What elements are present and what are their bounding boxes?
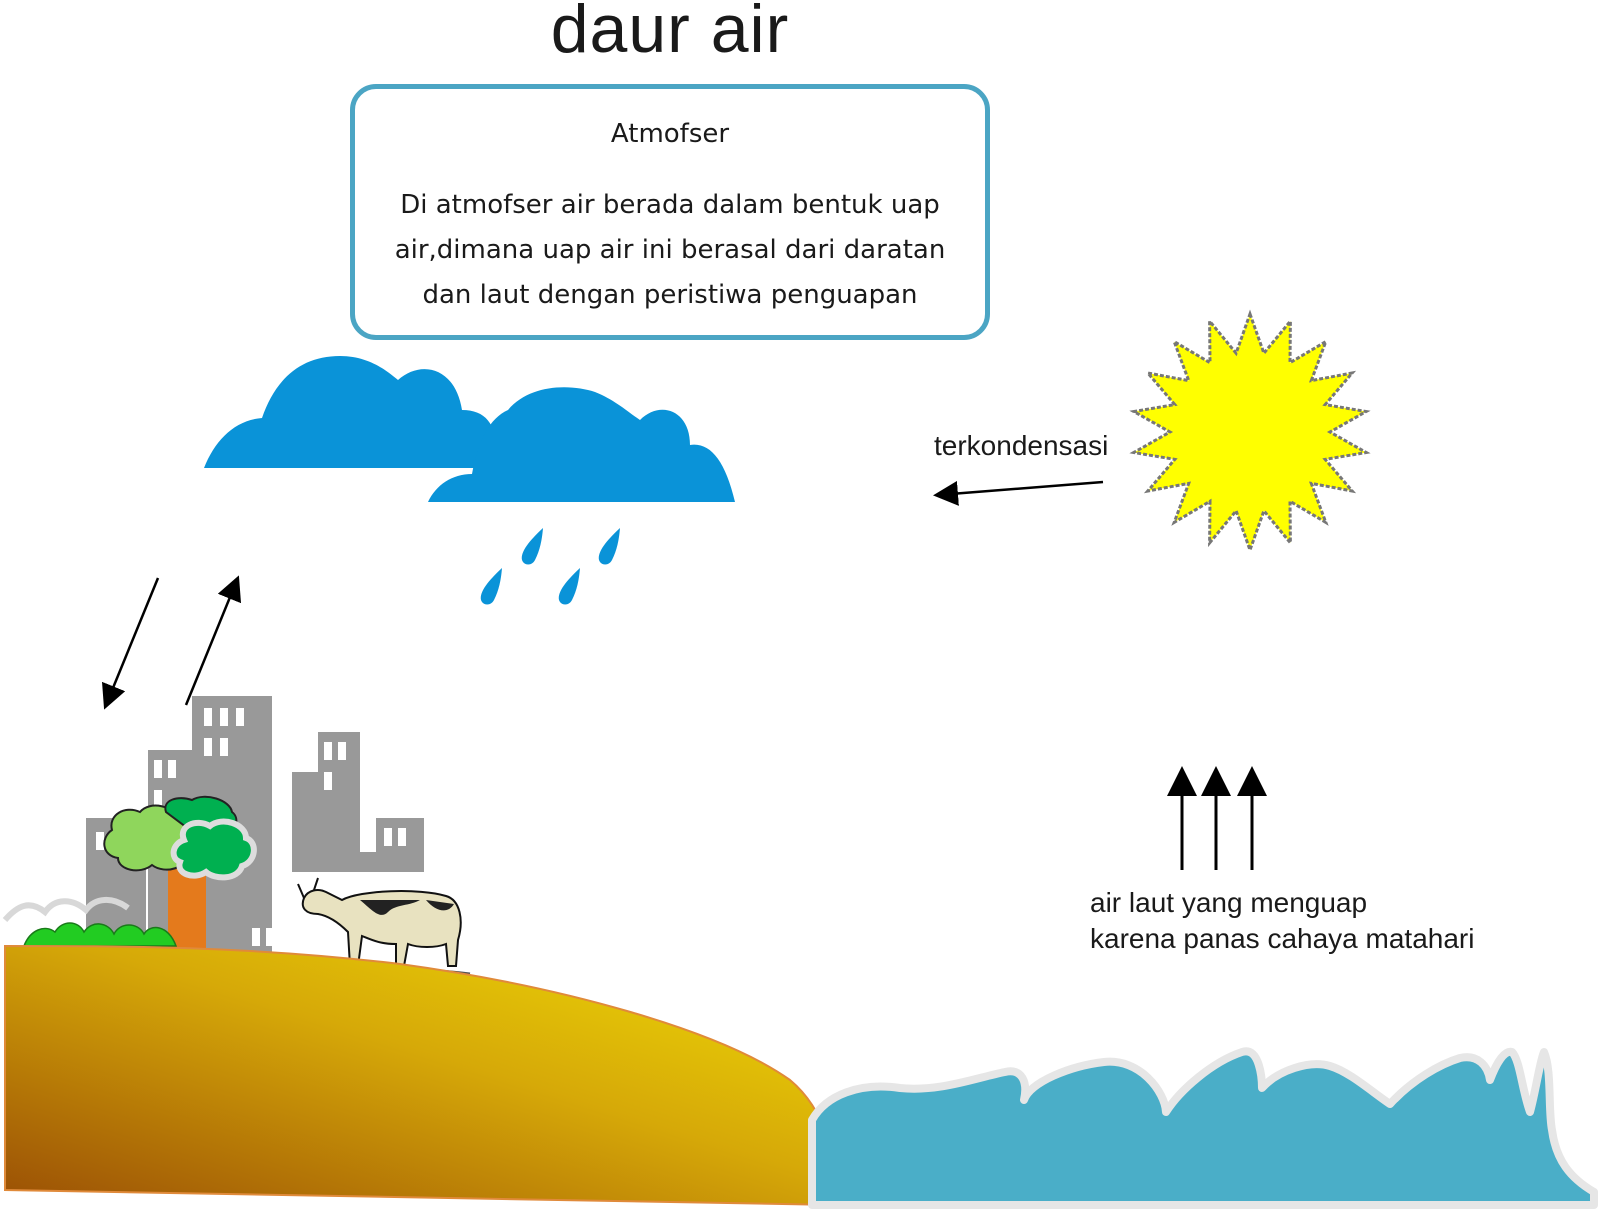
atmosphere-heading: Atmofser bbox=[610, 119, 730, 149]
raindrop-icon bbox=[521, 528, 543, 565]
shrub-icon bbox=[2, 897, 178, 947]
condensation-arrow bbox=[933, 480, 1104, 506]
land-evaporation-arrow bbox=[184, 575, 242, 706]
page-title: daur air bbox=[550, 0, 790, 67]
raindrop-icon bbox=[558, 568, 580, 605]
evaporation-label: air laut yang menguap karena panas cahay… bbox=[1090, 885, 1474, 957]
tree-icon bbox=[103, 795, 257, 956]
wave-icon bbox=[808, 1047, 1598, 1209]
atmosphere-description: Di atmofser air berada dalam bentuk uap … bbox=[394, 190, 946, 310]
precipitation-arrow bbox=[102, 577, 160, 710]
raindrop-icon bbox=[598, 528, 620, 565]
evaporation-label-line1: air laut yang menguap bbox=[1090, 887, 1368, 918]
cloud-icon bbox=[204, 356, 497, 468]
building-windows bbox=[96, 708, 406, 946]
cloud-icon bbox=[428, 387, 735, 502]
condensation-label: terkondensasi bbox=[934, 430, 1109, 461]
raindrop-icon bbox=[480, 568, 502, 605]
land-hill bbox=[4, 944, 838, 1207]
atmosphere-box: Atmofser Di atmofser air berada dalam be… bbox=[350, 84, 990, 340]
sun-icon bbox=[1129, 309, 1371, 555]
evaporation-label-line2: karena panas cahaya matahari bbox=[1090, 923, 1475, 954]
